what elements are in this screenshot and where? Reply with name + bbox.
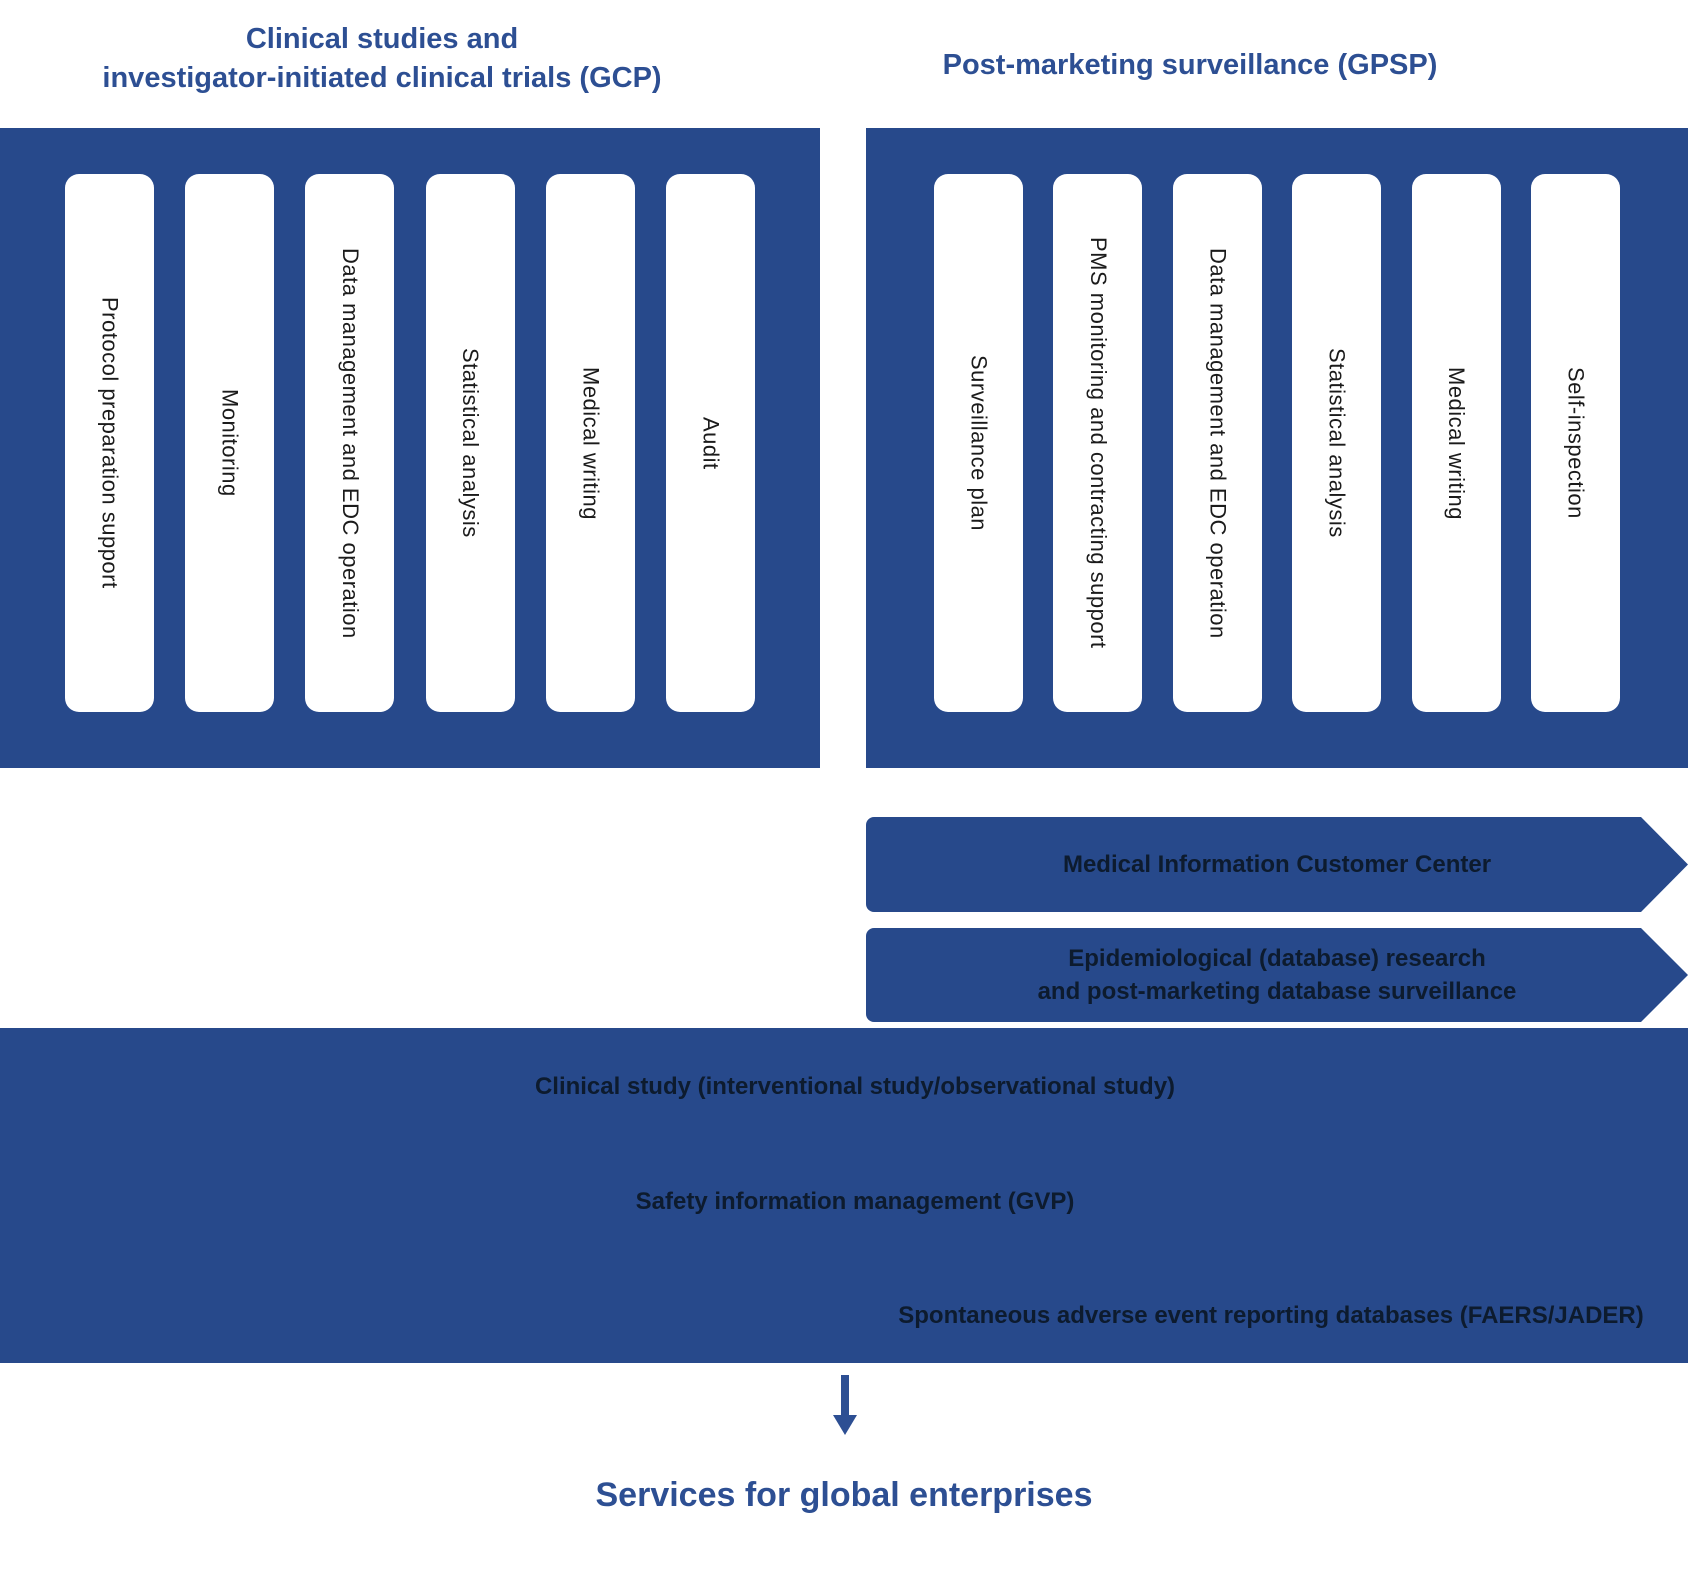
service-card-label: Surveillance plan xyxy=(966,354,992,532)
service-card-label: PMS monitoring and contracting support xyxy=(1085,237,1111,649)
service-card-monitoring: Monitoring xyxy=(185,174,275,712)
footer-title: Services for global enterprises xyxy=(595,1476,1093,1514)
service-card-surveillance-plan: Surveillance plan xyxy=(934,174,1023,712)
service-card-self-inspection: Self-inspection xyxy=(1530,174,1620,712)
service-card-data-management-gcp: Data management and EDC operation xyxy=(305,174,395,712)
service-card-label: Statistical analysis xyxy=(458,348,484,538)
gcp-panel: Protocol preparation support Monitoring … xyxy=(0,128,820,768)
banner-label: Medical Information Customer Center xyxy=(1062,851,1492,878)
gpsp-panel-title: Post-marketing surveillance (GPSP) xyxy=(942,49,1438,81)
service-card-statistical-analysis-gpsp: Statistical analysis xyxy=(1292,174,1382,712)
banner-arrow-shape: Epidemiological (database) research and … xyxy=(866,928,1688,1022)
gpsp-panel: Surveillance plan PMS monitoring and con… xyxy=(866,128,1688,768)
service-card-label: Data management and EDC operation xyxy=(337,247,363,639)
service-card-label: Medical writing xyxy=(578,366,604,520)
service-card-label: Medical writing xyxy=(1444,366,1470,520)
service-card-medical-writing-gcp: Medical writing xyxy=(545,174,635,712)
service-card-statistical-analysis-gcp: Statistical analysis xyxy=(425,174,515,712)
service-card-audit: Audit xyxy=(665,174,755,712)
service-card-label: Data management and EDC operation xyxy=(1205,247,1231,639)
down-arrow-icon xyxy=(820,1375,870,1435)
service-card-pms-monitoring: PMS monitoring and contracting support xyxy=(1053,174,1143,712)
gcp-title-line2: investigator-initiated clinical trials (… xyxy=(102,62,662,94)
service-card-label: Statistical analysis xyxy=(1324,348,1350,538)
banner-label-line1: Epidemiological (database) research xyxy=(1068,945,1486,972)
banner-medical-information-customer-center: Medical Information Customer Center xyxy=(866,817,1688,912)
banner-arrow-shape: Medical Information Customer Center xyxy=(866,817,1688,912)
service-card-label: Self-inspection xyxy=(1563,367,1589,519)
foundation-line-safety-information: Safety information management (GVP) xyxy=(635,1188,1075,1215)
foundation-section: Clinical study (interventional study/obs… xyxy=(0,1028,1688,1363)
service-card-label: Protocol preparation support xyxy=(97,297,123,589)
service-card-label: Monitoring xyxy=(217,389,243,497)
foundation-line-spontaneous-reporting: Spontaneous adverse event reporting data… xyxy=(898,1302,1644,1329)
service-card-protocol-preparation: Protocol preparation support xyxy=(65,174,154,712)
gcp-panel-title: Clinical studies and investigator-initia… xyxy=(102,20,661,98)
service-card-data-management-gpsp: Data management and EDC operation xyxy=(1172,174,1262,712)
banner-label-line2: and post-marketing database surveillance xyxy=(1037,978,1517,1005)
banner-epidemiological-research: Epidemiological (database) research and … xyxy=(866,928,1688,1022)
service-card-label: Audit xyxy=(698,416,724,470)
gcp-title-line1: Clinical studies and xyxy=(245,23,519,55)
service-card-medical-writing-gpsp: Medical writing xyxy=(1411,174,1501,712)
foundation-line-clinical-study: Clinical study (interventional study/obs… xyxy=(534,1073,1176,1100)
